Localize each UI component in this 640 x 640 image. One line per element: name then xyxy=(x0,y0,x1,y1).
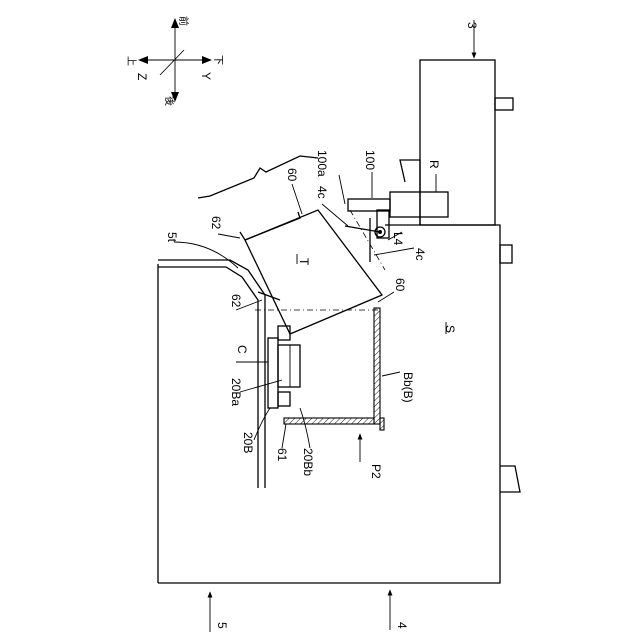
ref-r-label: R xyxy=(427,160,441,169)
axis-rear-label: 後 xyxy=(163,96,176,106)
axis-front-label: 前 xyxy=(177,16,190,26)
unit-3-knob xyxy=(495,98,513,110)
ref-20b-leader xyxy=(254,408,270,440)
ref-100-label: 100 xyxy=(363,150,377,170)
tray-hinge-62 xyxy=(258,292,280,300)
arrow-down-icon xyxy=(202,56,212,64)
unit-3-body xyxy=(420,60,495,225)
housing-knob-top xyxy=(500,245,512,263)
ref-60-bottom-label: 60 xyxy=(393,278,407,292)
ref-c-label: C xyxy=(235,345,249,354)
y-axis-line xyxy=(160,50,184,75)
ref-61-label: 61 xyxy=(275,448,289,462)
housing-4-outline xyxy=(158,225,500,583)
ref-62-top-leader xyxy=(218,234,240,238)
ref-5t-label: 5t xyxy=(165,232,179,243)
bracket-bb-plate xyxy=(374,308,380,424)
cassette-c-plate xyxy=(268,338,278,408)
ref-20bb-label: 20Bb xyxy=(301,448,315,476)
axis-z-label: Z xyxy=(135,73,149,80)
tp-bracket xyxy=(198,156,318,198)
axis-down-label: 下 xyxy=(212,55,223,65)
direction-indicator: 前 上 下 Z Y 後 xyxy=(125,16,223,106)
ref-4c-bottom-leader xyxy=(374,248,414,255)
ref-t-label: T xyxy=(297,258,311,266)
ref-4-label: 4 xyxy=(395,622,409,629)
ref-20b-label: 20B xyxy=(241,432,255,453)
centerline-pivot xyxy=(350,210,385,270)
ref-p2-label: P2 xyxy=(369,464,383,479)
ref-61-leader xyxy=(282,424,286,448)
ref-bb-label: Bb(B) xyxy=(401,372,415,403)
ref-4c-top-leader xyxy=(322,204,348,226)
ref-62-bottom-label: 62 xyxy=(229,294,243,308)
ref-4c-top-label: 4c xyxy=(315,186,329,199)
hand-100a xyxy=(377,210,389,238)
robot-assembly: R 100 100a L4 4c xyxy=(315,150,448,262)
ref-62-top-label: 62 xyxy=(209,216,223,230)
unit-3: 3 xyxy=(420,20,513,225)
ref-3-label: 3 xyxy=(465,22,479,29)
housing-foot xyxy=(500,466,520,492)
hand-100 xyxy=(348,199,390,211)
axis-up-label: 上 xyxy=(125,56,137,66)
housing-4: 4 S xyxy=(158,225,520,630)
bracket-bb-foot xyxy=(380,418,384,430)
tray-lid-62 xyxy=(240,212,300,240)
robot-r xyxy=(390,192,448,217)
ref-20ba-leader xyxy=(240,380,282,392)
ref-4c-bottom-label: 4c xyxy=(413,248,427,261)
ref-60-top-label: 60 xyxy=(285,168,299,182)
cassette-c: C 20Ba 20B 61 20Bb xyxy=(229,326,315,476)
cassette-tab-top xyxy=(278,326,290,340)
cover-5-inner xyxy=(158,260,265,488)
bracket-p2-arm xyxy=(284,418,374,424)
axis-y-label: Y xyxy=(199,72,213,80)
arrow-up-icon xyxy=(138,56,148,64)
ref-bb-leader xyxy=(382,372,400,376)
ref-20bb-leader xyxy=(300,408,310,448)
lever-4c-top xyxy=(345,226,380,232)
ref-100a-label: 100a xyxy=(315,150,329,177)
ref-100a-leader xyxy=(339,175,345,204)
cassette-tab-bottom xyxy=(278,392,290,406)
ref-s-label: S xyxy=(443,325,457,333)
tp-brace xyxy=(198,156,318,198)
ref-5-label: 5 xyxy=(215,622,229,629)
ref-5t-leader xyxy=(174,242,238,268)
ref-60-top-leader xyxy=(292,184,302,214)
cassette-20ba xyxy=(278,345,300,387)
